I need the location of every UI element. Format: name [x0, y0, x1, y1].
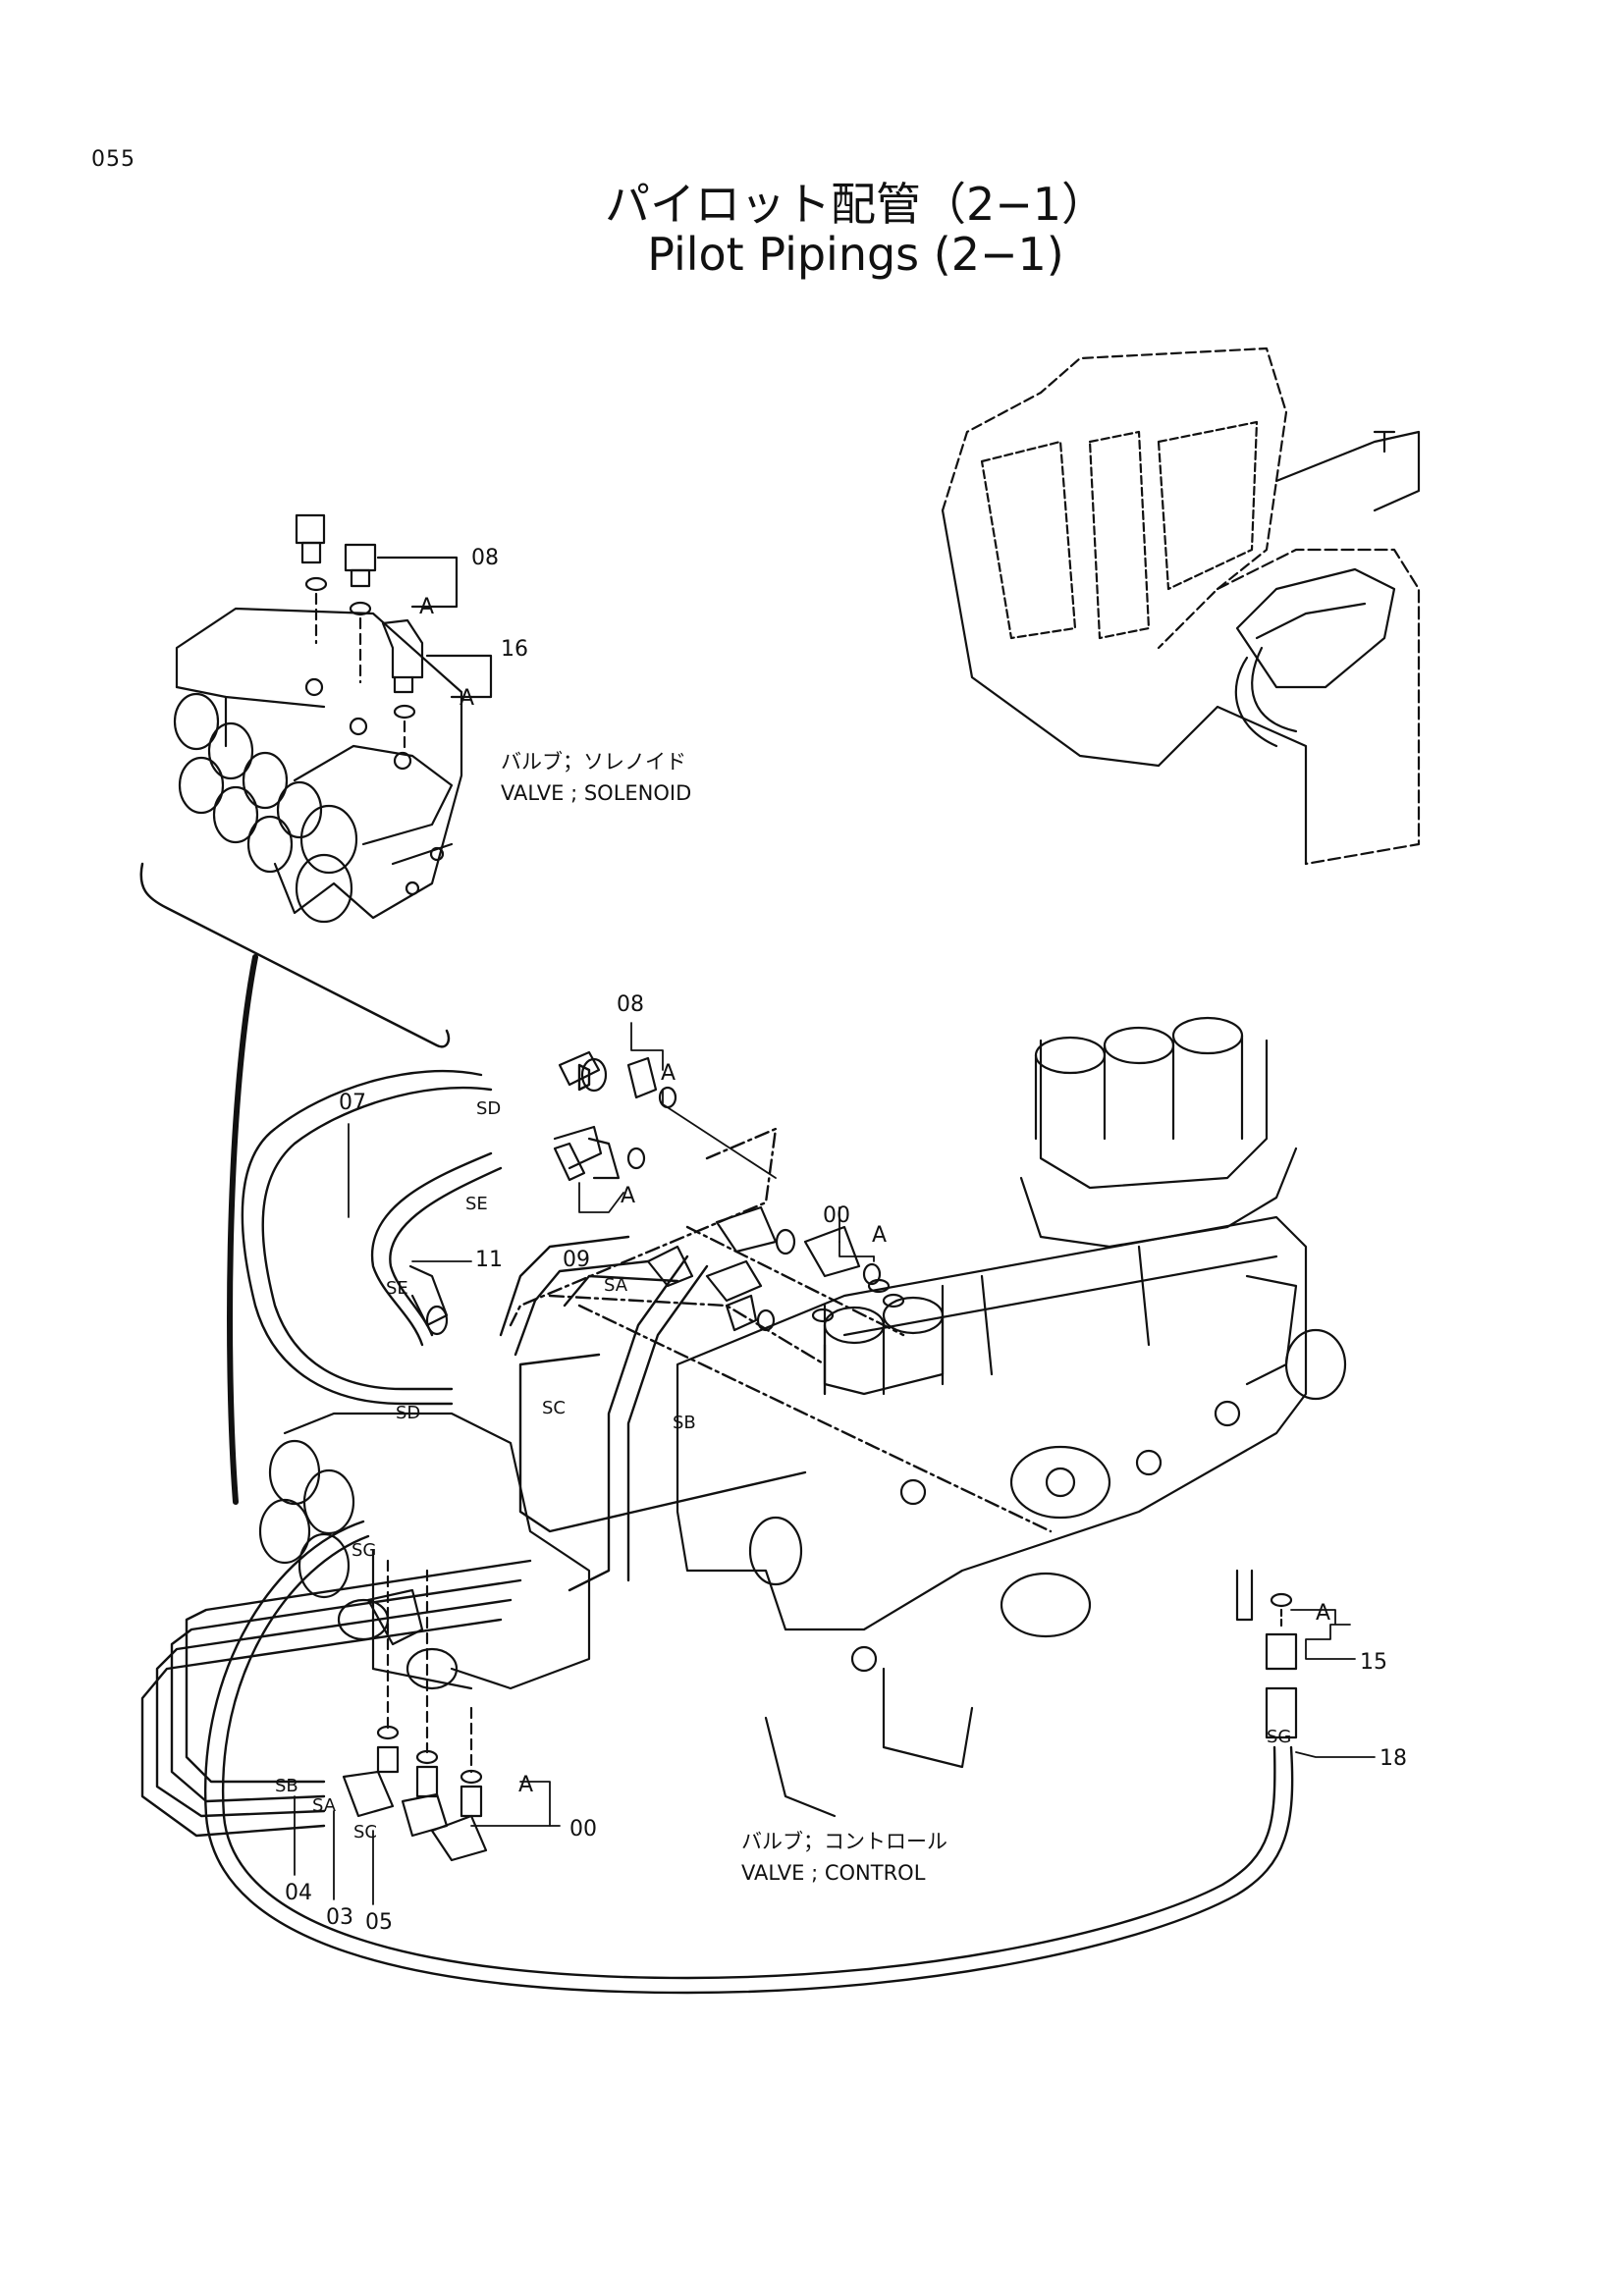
part-number-08-upper: 08	[471, 546, 499, 570]
solenoid-valve-illustration	[173, 513, 493, 924]
part-number-03: 03	[326, 1905, 353, 1930]
excavator-cab-illustration	[941, 347, 1421, 866]
hose-tag-sg-right: SG	[1267, 1727, 1291, 1747]
solenoid-caption-en: VALVE ; SOLENOID	[501, 781, 691, 805]
ref-marker-a-mid-2: A	[621, 1184, 635, 1208]
control-caption-jp: バルブ；コントロール	[741, 1830, 947, 1853]
control-caption-en: VALVE ; CONTROL	[741, 1861, 926, 1885]
control-valve-illustration	[676, 1016, 1347, 1818]
page-title-english: Pilot Pipings (2−1)	[647, 228, 1064, 281]
part-number-00-upper: 00	[823, 1203, 850, 1228]
part-number-05: 05	[365, 1910, 393, 1935]
ref-marker-a-upper-1: A	[419, 595, 434, 619]
hose-lines	[140, 1063, 1294, 1995]
solenoid-caption-jp: バルブ；ソレノイド	[501, 750, 686, 774]
ref-marker-a-right: A	[872, 1223, 887, 1248]
part-number-08-mid: 08	[617, 992, 644, 1017]
hose-tag-sg-left: SG	[352, 1540, 376, 1561]
part-number-16: 16	[501, 637, 528, 662]
callout-leaders	[294, 1022, 1376, 1905]
ref-marker-a-upper-2: A	[460, 686, 474, 711]
part-number-07: 07	[339, 1091, 366, 1115]
hose-tag-sd-lower: SD	[396, 1403, 420, 1423]
hose-tag-se-lower: SE	[386, 1278, 408, 1299]
hose-tag-sa-upper: SA	[604, 1275, 628, 1296]
part-number-11: 11	[475, 1248, 503, 1272]
ref-marker-a-mid-1: A	[661, 1061, 676, 1086]
hose-tag-sb-lower: SB	[275, 1776, 298, 1796]
part-number-04: 04	[285, 1881, 312, 1905]
ref-marker-a-lower-left: A	[518, 1773, 533, 1797]
fittings-top-center	[342, 1050, 1298, 1862]
hose-tag-sa-lower: SA	[312, 1795, 337, 1816]
hose-tag-se-upper: SE	[465, 1194, 488, 1214]
part-number-00-lower: 00	[569, 1817, 597, 1842]
ref-marker-a-lower-right: A	[1316, 1601, 1330, 1626]
part-number-18: 18	[1380, 1746, 1407, 1771]
hose-tag-sb-mid: SB	[673, 1413, 696, 1433]
small-valve-block-illustration	[258, 1412, 591, 1690]
part-number-15: 15	[1360, 1650, 1387, 1675]
page-number: 055	[91, 147, 135, 172]
hose-tag-sc-lower: SC	[353, 1822, 377, 1842]
hose-tag-sc-mid: SC	[542, 1398, 566, 1418]
part-number-09: 09	[563, 1248, 590, 1272]
page-title-japanese: パイロット配管（2−1）	[604, 178, 1108, 231]
hose-tag-sd-upper: SD	[476, 1098, 501, 1119]
